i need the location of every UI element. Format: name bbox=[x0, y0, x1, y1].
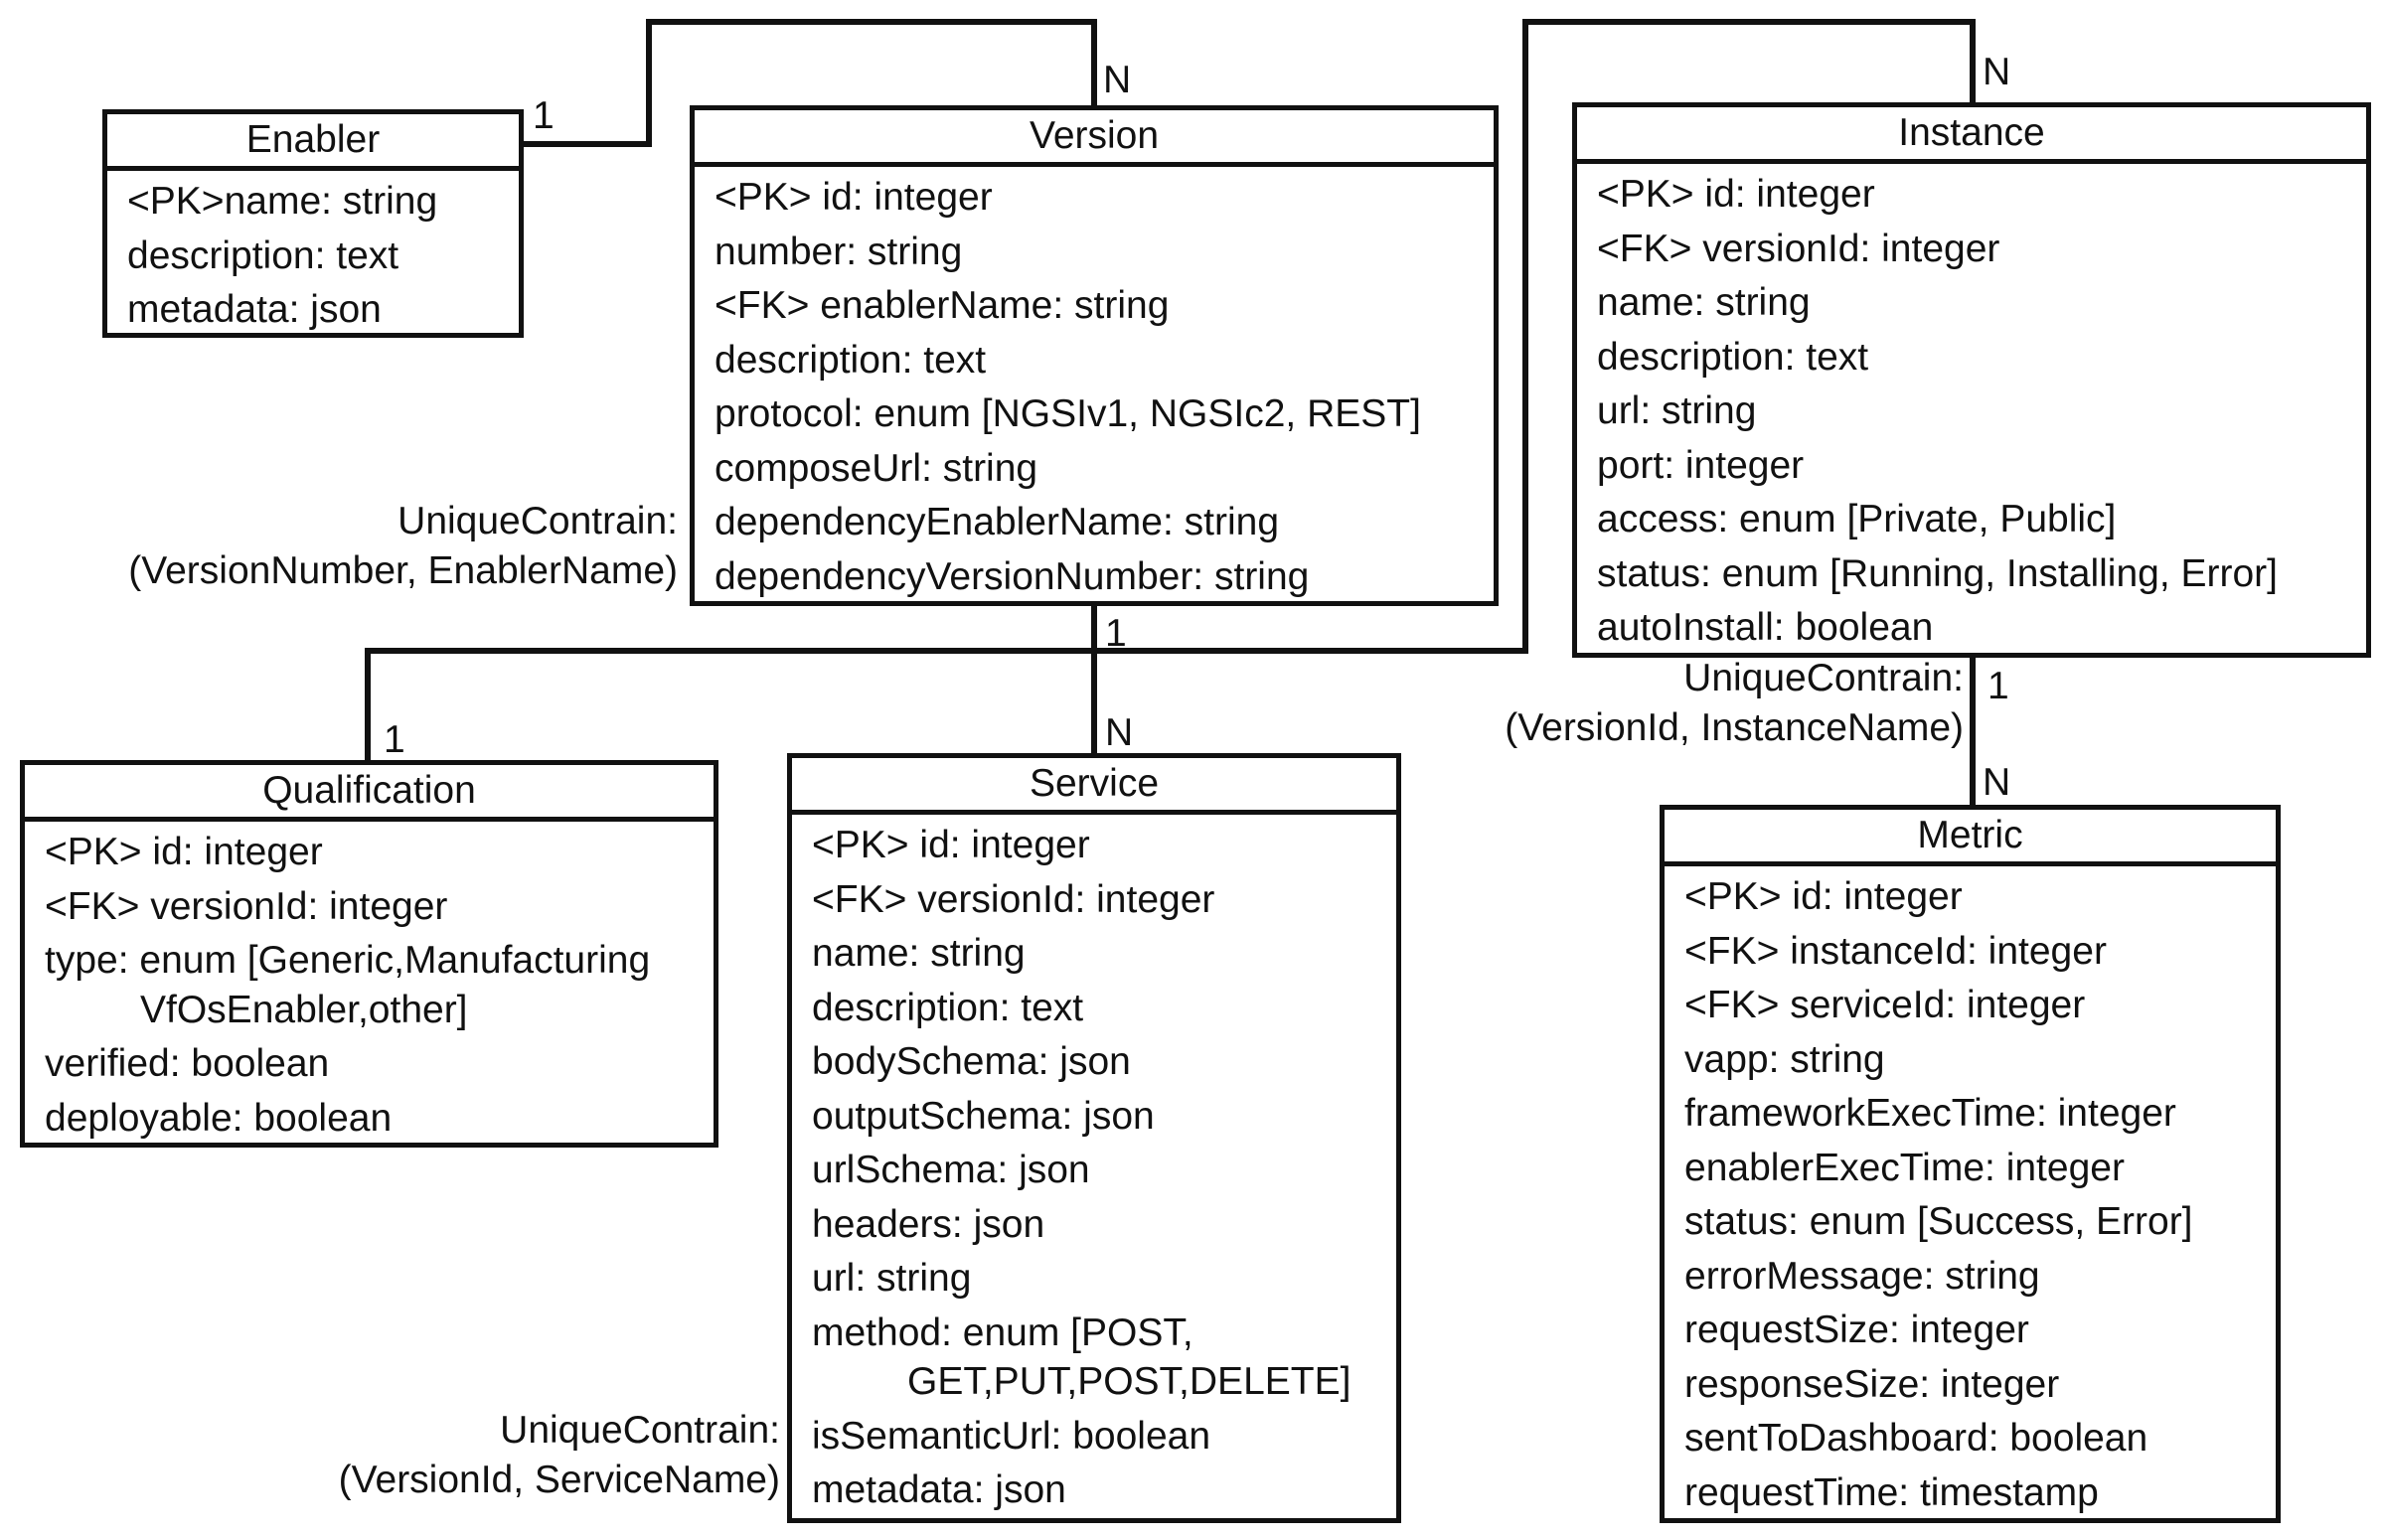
attribute: verified: boolean bbox=[45, 1042, 330, 1085]
service-attributes: <PK> id: integer <FK> versionId: integer… bbox=[792, 815, 1396, 1518]
note-line: UniqueContrain: bbox=[398, 500, 678, 542]
attribute: metadata: json bbox=[812, 1468, 1066, 1511]
attribute: url: string bbox=[812, 1257, 972, 1300]
metric-attributes: <PK> id: integer <FK> instanceId: intege… bbox=[1665, 866, 2276, 1520]
attribute-continuation: GET,PUT,POST,DELETE] bbox=[907, 1360, 1352, 1403]
version-attributes: <PK> id: integer number: string <FK> ena… bbox=[695, 167, 1494, 604]
qualification-title: Qualification bbox=[25, 765, 714, 822]
qualification-entity: Qualification <PK> id: integer <FK> vers… bbox=[20, 760, 718, 1148]
attribute: bodySchema: json bbox=[812, 1040, 1131, 1083]
instance-unique-constraint-note: UniqueContrain: (VersionId, InstanceName… bbox=[1441, 654, 1964, 753]
multiplicity-metric-many: N bbox=[1983, 761, 2011, 804]
instance-title: Instance bbox=[1577, 107, 2366, 164]
version-unique-constraint-note: UniqueContrain: (VersionNumber, EnablerN… bbox=[60, 497, 678, 596]
attribute: port: integer bbox=[1597, 443, 1805, 487]
attribute: metadata: json bbox=[127, 288, 382, 331]
instance-attributes: <PK> id: integer <FK> versionId: integer… bbox=[1577, 164, 2366, 656]
attribute: sentToDashboard: boolean bbox=[1684, 1417, 2148, 1460]
attribute: dependencyVersionNumber: string bbox=[715, 554, 1310, 598]
attribute: description: text bbox=[127, 233, 399, 277]
attribute: dependencyEnablerName: string bbox=[715, 501, 1280, 543]
attribute: name: string bbox=[1597, 281, 1811, 324]
multiplicity-version-many: N bbox=[1103, 59, 1132, 101]
attribute-text: method: enum [POST, bbox=[812, 1310, 1193, 1354]
multiplicity-service-many: N bbox=[1105, 711, 1134, 754]
attribute: name: string bbox=[812, 932, 1026, 975]
version-entity: Version <PK> id: integer number: string … bbox=[690, 105, 1499, 606]
attribute: <PK> id: integer bbox=[715, 176, 993, 219]
service-entity: Service <PK> id: integer <FK> versionId:… bbox=[787, 753, 1401, 1523]
note-line: (VersionNumber, EnablerName) bbox=[128, 549, 678, 592]
attribute: <FK> versionId: integer bbox=[812, 877, 1215, 921]
attribute: requestSize: integer bbox=[1684, 1309, 2029, 1351]
attribute: requestTime: timestamp bbox=[1684, 1470, 2099, 1514]
instance-entity: Instance <PK> id: integer <FK> versionId… bbox=[1572, 102, 2371, 658]
attribute: <PK>name: string bbox=[127, 180, 438, 223]
metric-title: Metric bbox=[1665, 810, 2276, 866]
attribute: autoInstall: boolean bbox=[1597, 606, 1934, 649]
attribute: <FK> instanceId: integer bbox=[1684, 929, 2107, 973]
attribute: enablerExecTime: integer bbox=[1684, 1146, 2125, 1189]
version-title: Version bbox=[695, 110, 1494, 167]
attribute: status: enum [Running, Installing, Error… bbox=[1597, 551, 2278, 595]
attribute: outputSchema: json bbox=[812, 1094, 1155, 1138]
service-unique-constraint-note: UniqueContrain: (VersionId, ServiceName) bbox=[278, 1406, 780, 1505]
enabler-entity: Enabler <PK>name: string description: te… bbox=[102, 109, 524, 338]
attribute: responseSize: integer bbox=[1684, 1362, 2060, 1406]
qualification-attributes: <PK> id: integer <FK> versionId: integer… bbox=[25, 822, 714, 1146]
note-line: UniqueContrain: bbox=[500, 1409, 780, 1452]
note-line: UniqueContrain: bbox=[1683, 657, 1964, 699]
attribute: deployable: boolean bbox=[45, 1096, 393, 1140]
multiplicity-version-one: 1 bbox=[1105, 612, 1127, 655]
attribute: number: string bbox=[715, 230, 963, 273]
attribute: access: enum [Private, Public] bbox=[1597, 498, 2117, 540]
attribute: <FK> enablerName: string bbox=[715, 284, 1170, 327]
attribute: <PK> id: integer bbox=[1597, 173, 1875, 216]
attribute-text: type: enum [Generic,Manufacturing bbox=[45, 939, 651, 982]
attribute: urlSchema: json bbox=[812, 1149, 1090, 1191]
attribute: vapp: string bbox=[1684, 1037, 1885, 1081]
attribute: type: enum [Generic,Manufacturing VfOsEn… bbox=[45, 934, 714, 1037]
attribute: <FK> versionId: integer bbox=[45, 884, 448, 928]
enabler-title: Enabler bbox=[107, 114, 519, 171]
service-title: Service bbox=[792, 758, 1396, 815]
note-line: (VersionId, ServiceName) bbox=[338, 1459, 780, 1501]
note-line: (VersionId, InstanceName) bbox=[1505, 706, 1964, 749]
metric-entity: Metric <PK> id: integer <FK> instanceId:… bbox=[1660, 805, 2281, 1523]
multiplicity-instance-many: N bbox=[1983, 51, 2011, 93]
attribute: isSemanticUrl: boolean bbox=[812, 1414, 1211, 1458]
attribute-continuation: VfOsEnabler,other] bbox=[140, 988, 468, 1031]
attribute: <PK> id: integer bbox=[1684, 875, 1963, 918]
attribute: composeUrl: string bbox=[715, 446, 1038, 490]
enabler-attributes: <PK>name: string description: text metad… bbox=[107, 171, 519, 338]
attribute: headers: json bbox=[812, 1202, 1045, 1246]
attribute: url: string bbox=[1597, 389, 1757, 432]
attribute: method: enum [POST, GET,PUT,POST,DELETE] bbox=[812, 1307, 1396, 1410]
attribute: <PK> id: integer bbox=[45, 831, 323, 873]
attribute: description: text bbox=[1597, 335, 1869, 379]
attribute: <PK> id: integer bbox=[812, 824, 1090, 866]
attribute: errorMessage: string bbox=[1684, 1254, 2040, 1298]
attribute: description: text bbox=[715, 338, 987, 382]
attribute: description: text bbox=[812, 986, 1084, 1029]
enabler-version-line bbox=[524, 19, 1097, 147]
attribute: <FK> versionId: integer bbox=[1597, 227, 2000, 270]
attribute: <FK> serviceId: integer bbox=[1684, 984, 2086, 1026]
multiplicity-enabler-one: 1 bbox=[533, 94, 555, 137]
version-qualification-line bbox=[365, 648, 1094, 760]
attribute: status: enum [Success, Error] bbox=[1684, 1200, 2193, 1243]
attribute: frameworkExecTime: integer bbox=[1684, 1092, 2176, 1135]
multiplicity-instance-one: 1 bbox=[1988, 665, 2009, 707]
attribute: protocol: enum [NGSIv1, NGSIc2, REST] bbox=[715, 392, 1421, 435]
multiplicity-qualification-one: 1 bbox=[384, 718, 405, 761]
